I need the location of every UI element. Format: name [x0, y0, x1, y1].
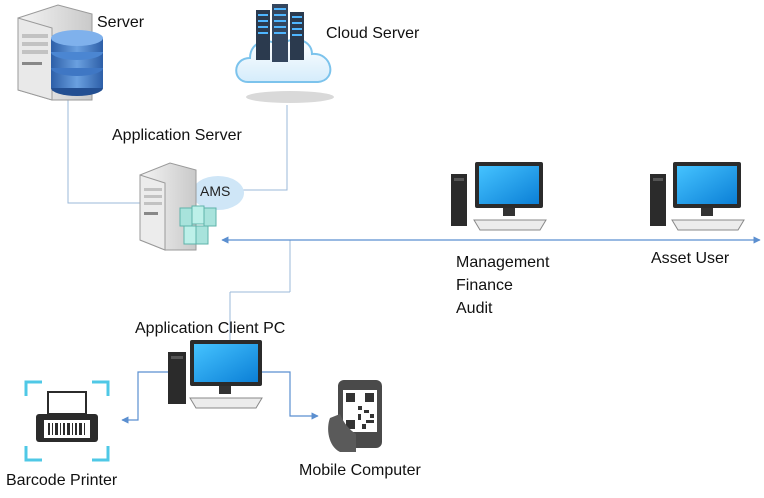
desktop-computer-icon-client	[168, 340, 263, 409]
asset-user-label: Asset User	[651, 250, 730, 267]
finance-label: Finance	[456, 277, 513, 294]
qr-mobile-icon	[328, 380, 382, 452]
barcode-printer-label: Barcode Printer	[6, 472, 118, 489]
arrows	[121, 236, 761, 424]
desktop-computer-icon-management	[451, 162, 547, 231]
application-client-pc-label: Application Client PC	[135, 320, 286, 337]
database-server-icon	[17, 4, 103, 101]
desktop-computer-icon-asset-user	[650, 162, 745, 231]
ams-blocks-icon	[179, 205, 217, 245]
application-server-icon	[139, 162, 244, 251]
barcode-printer-icon	[24, 380, 110, 462]
server-label: Server	[97, 14, 145, 31]
audit-label: Audit	[456, 300, 493, 317]
cloud-server-label: Cloud Server	[326, 25, 420, 42]
cloud-server-icon	[235, 4, 334, 103]
mobile-computer-label: Mobile Computer	[299, 462, 421, 479]
management-label: Management	[456, 254, 550, 271]
cloud-to-appserver-line	[242, 105, 288, 191]
client-to-printer-arrow	[121, 371, 168, 424]
client-to-mobile-arrow	[262, 371, 319, 420]
management-label-group: Management Finance Audit	[456, 251, 549, 320]
ams-badge: AMS	[200, 183, 231, 199]
application-server-label: Application Server	[112, 127, 242, 144]
connectors	[67, 100, 291, 342]
server-to-appserver-line	[67, 100, 140, 204]
